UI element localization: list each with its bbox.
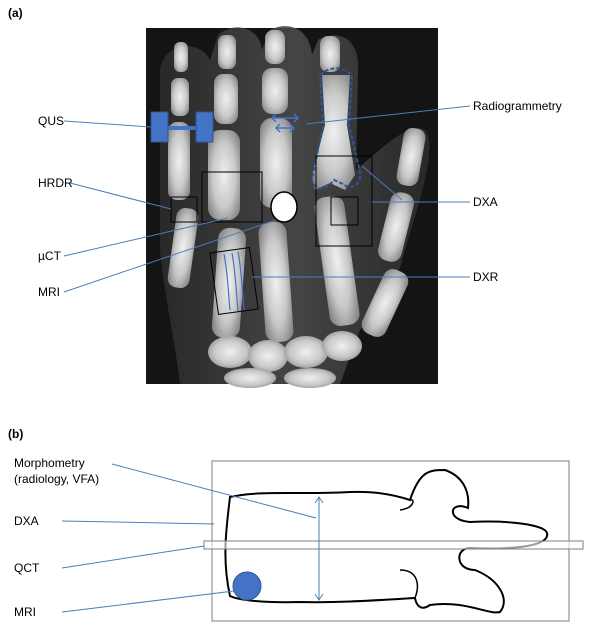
thumb-bones bbox=[361, 127, 426, 337]
panel-a-label: (a) bbox=[8, 6, 23, 20]
panel-a-leader-lines bbox=[63, 105, 471, 293]
middle-finger-bones bbox=[258, 30, 294, 343]
radiogrammetry-arrows bbox=[270, 113, 300, 133]
label-dxr: DXR bbox=[473, 270, 499, 284]
index-finger-bones bbox=[312, 36, 360, 327]
mri-roi-dot bbox=[232, 571, 262, 601]
label-morphometry: Morphometry bbox=[14, 456, 85, 470]
panel-b-label: (b) bbox=[8, 427, 23, 441]
label-qus: QUS bbox=[38, 114, 64, 128]
label-mri-b: MRI bbox=[14, 605, 36, 619]
panel-b-leader-lines bbox=[61, 463, 317, 613]
label-qct: QCT bbox=[14, 561, 40, 575]
label-morphometry-sub: (radiology, VFA) bbox=[14, 472, 99, 486]
label-dxa-b: DXA bbox=[14, 514, 39, 528]
label-radiogrammetry: Radiogrammetry bbox=[473, 99, 562, 113]
qct-slice bbox=[203, 540, 584, 550]
dxa-outer-roi-box bbox=[315, 155, 373, 247]
label-uct: µCT bbox=[38, 249, 62, 263]
label-hrdr: HRDR bbox=[38, 176, 73, 190]
dxr-roi bbox=[209, 246, 259, 316]
label-dxa-a: DXA bbox=[473, 195, 498, 209]
carpal-bones bbox=[208, 331, 362, 388]
mri-roi-circle bbox=[270, 191, 298, 223]
morphometry-height-arrow bbox=[314, 496, 324, 601]
label-mri-a: MRI bbox=[38, 285, 60, 299]
dxa-inner-roi-box bbox=[330, 196, 359, 226]
uct-roi-box bbox=[201, 171, 263, 223]
little-finger-bones bbox=[167, 42, 199, 288]
hrdr-roi-box bbox=[170, 196, 198, 223]
